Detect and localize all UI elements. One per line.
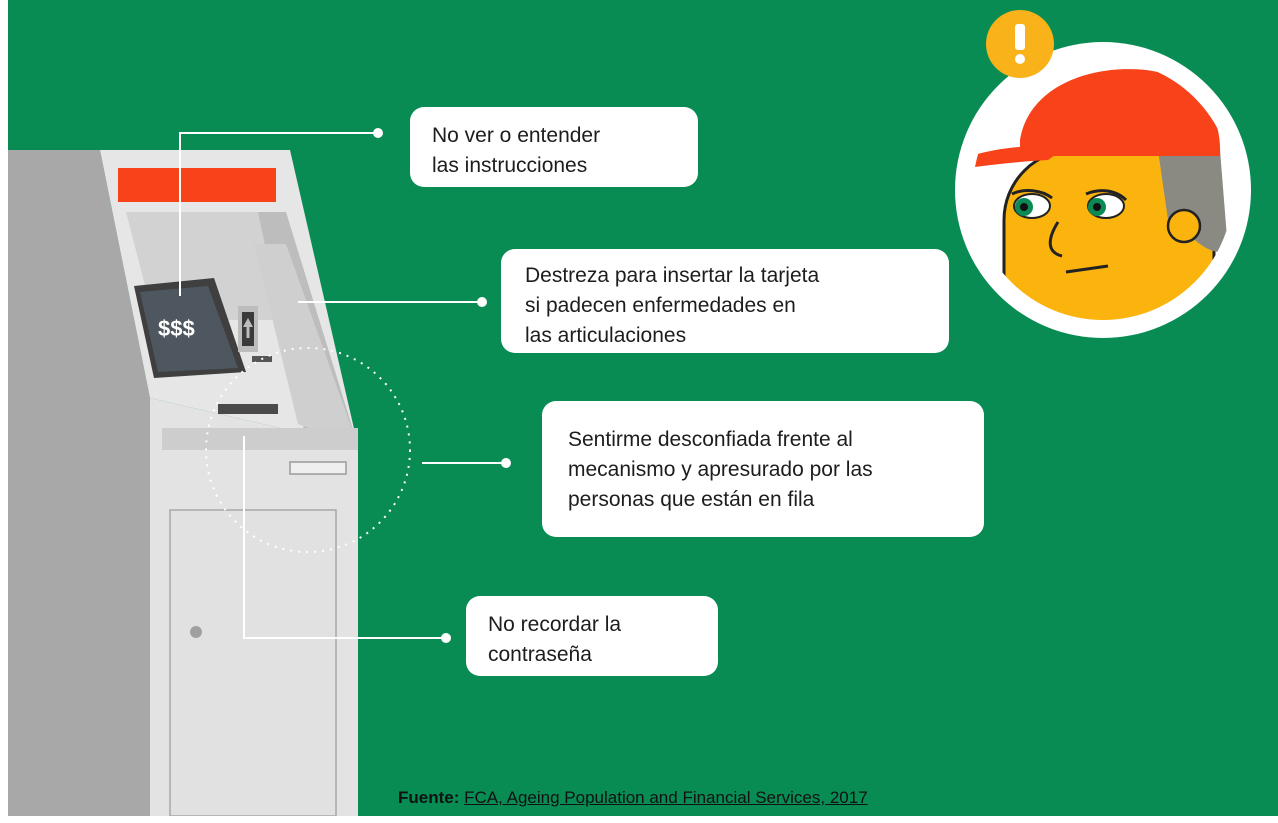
infographic-canvas: $$$ bbox=[8, 0, 1278, 816]
alert-exclamation-icon bbox=[986, 10, 1054, 78]
cash-slot bbox=[218, 404, 278, 414]
atm-screen-text: $$$ bbox=[158, 316, 195, 341]
receipt-slot bbox=[289, 461, 347, 475]
callout-password-text: No recordar la contraseña bbox=[488, 613, 622, 666]
callout-instructions-text: No ver o entender las instrucciones bbox=[432, 124, 601, 177]
atm-screen bbox=[140, 286, 238, 372]
source-link[interactable]: FCA, Ageing Population and Financial Ser… bbox=[464, 788, 868, 807]
callout-instructions: No ver o entender las instrucciones bbox=[410, 107, 698, 187]
source-citation: Fuente: FCA, Ageing Population and Finan… bbox=[398, 788, 868, 808]
callout-distrust: Sentirme desconfiada frente al mecanismo… bbox=[542, 401, 984, 537]
callout-password: No recordar la contraseña bbox=[466, 596, 718, 676]
callout-card-dexterity-text: Destreza para insertar la tarjeta si pad… bbox=[525, 264, 820, 347]
source-label: Fuente: bbox=[398, 788, 460, 807]
dotted-focus-circle bbox=[205, 347, 411, 553]
atm-banner bbox=[118, 168, 276, 202]
door-lock bbox=[190, 626, 202, 638]
callout-distrust-text: Sentirme desconfiada frente al mecanismo… bbox=[568, 428, 873, 511]
atm-door bbox=[169, 509, 337, 816]
worried-woman-avatar bbox=[955, 42, 1251, 338]
callout-card-dexterity: Destreza para insertar la tarjeta si pad… bbox=[501, 249, 949, 353]
atm-side-panel bbox=[8, 150, 150, 816]
atm-illustration: $$$ bbox=[8, 10, 1251, 816]
arrow-up-icon bbox=[243, 318, 253, 327]
